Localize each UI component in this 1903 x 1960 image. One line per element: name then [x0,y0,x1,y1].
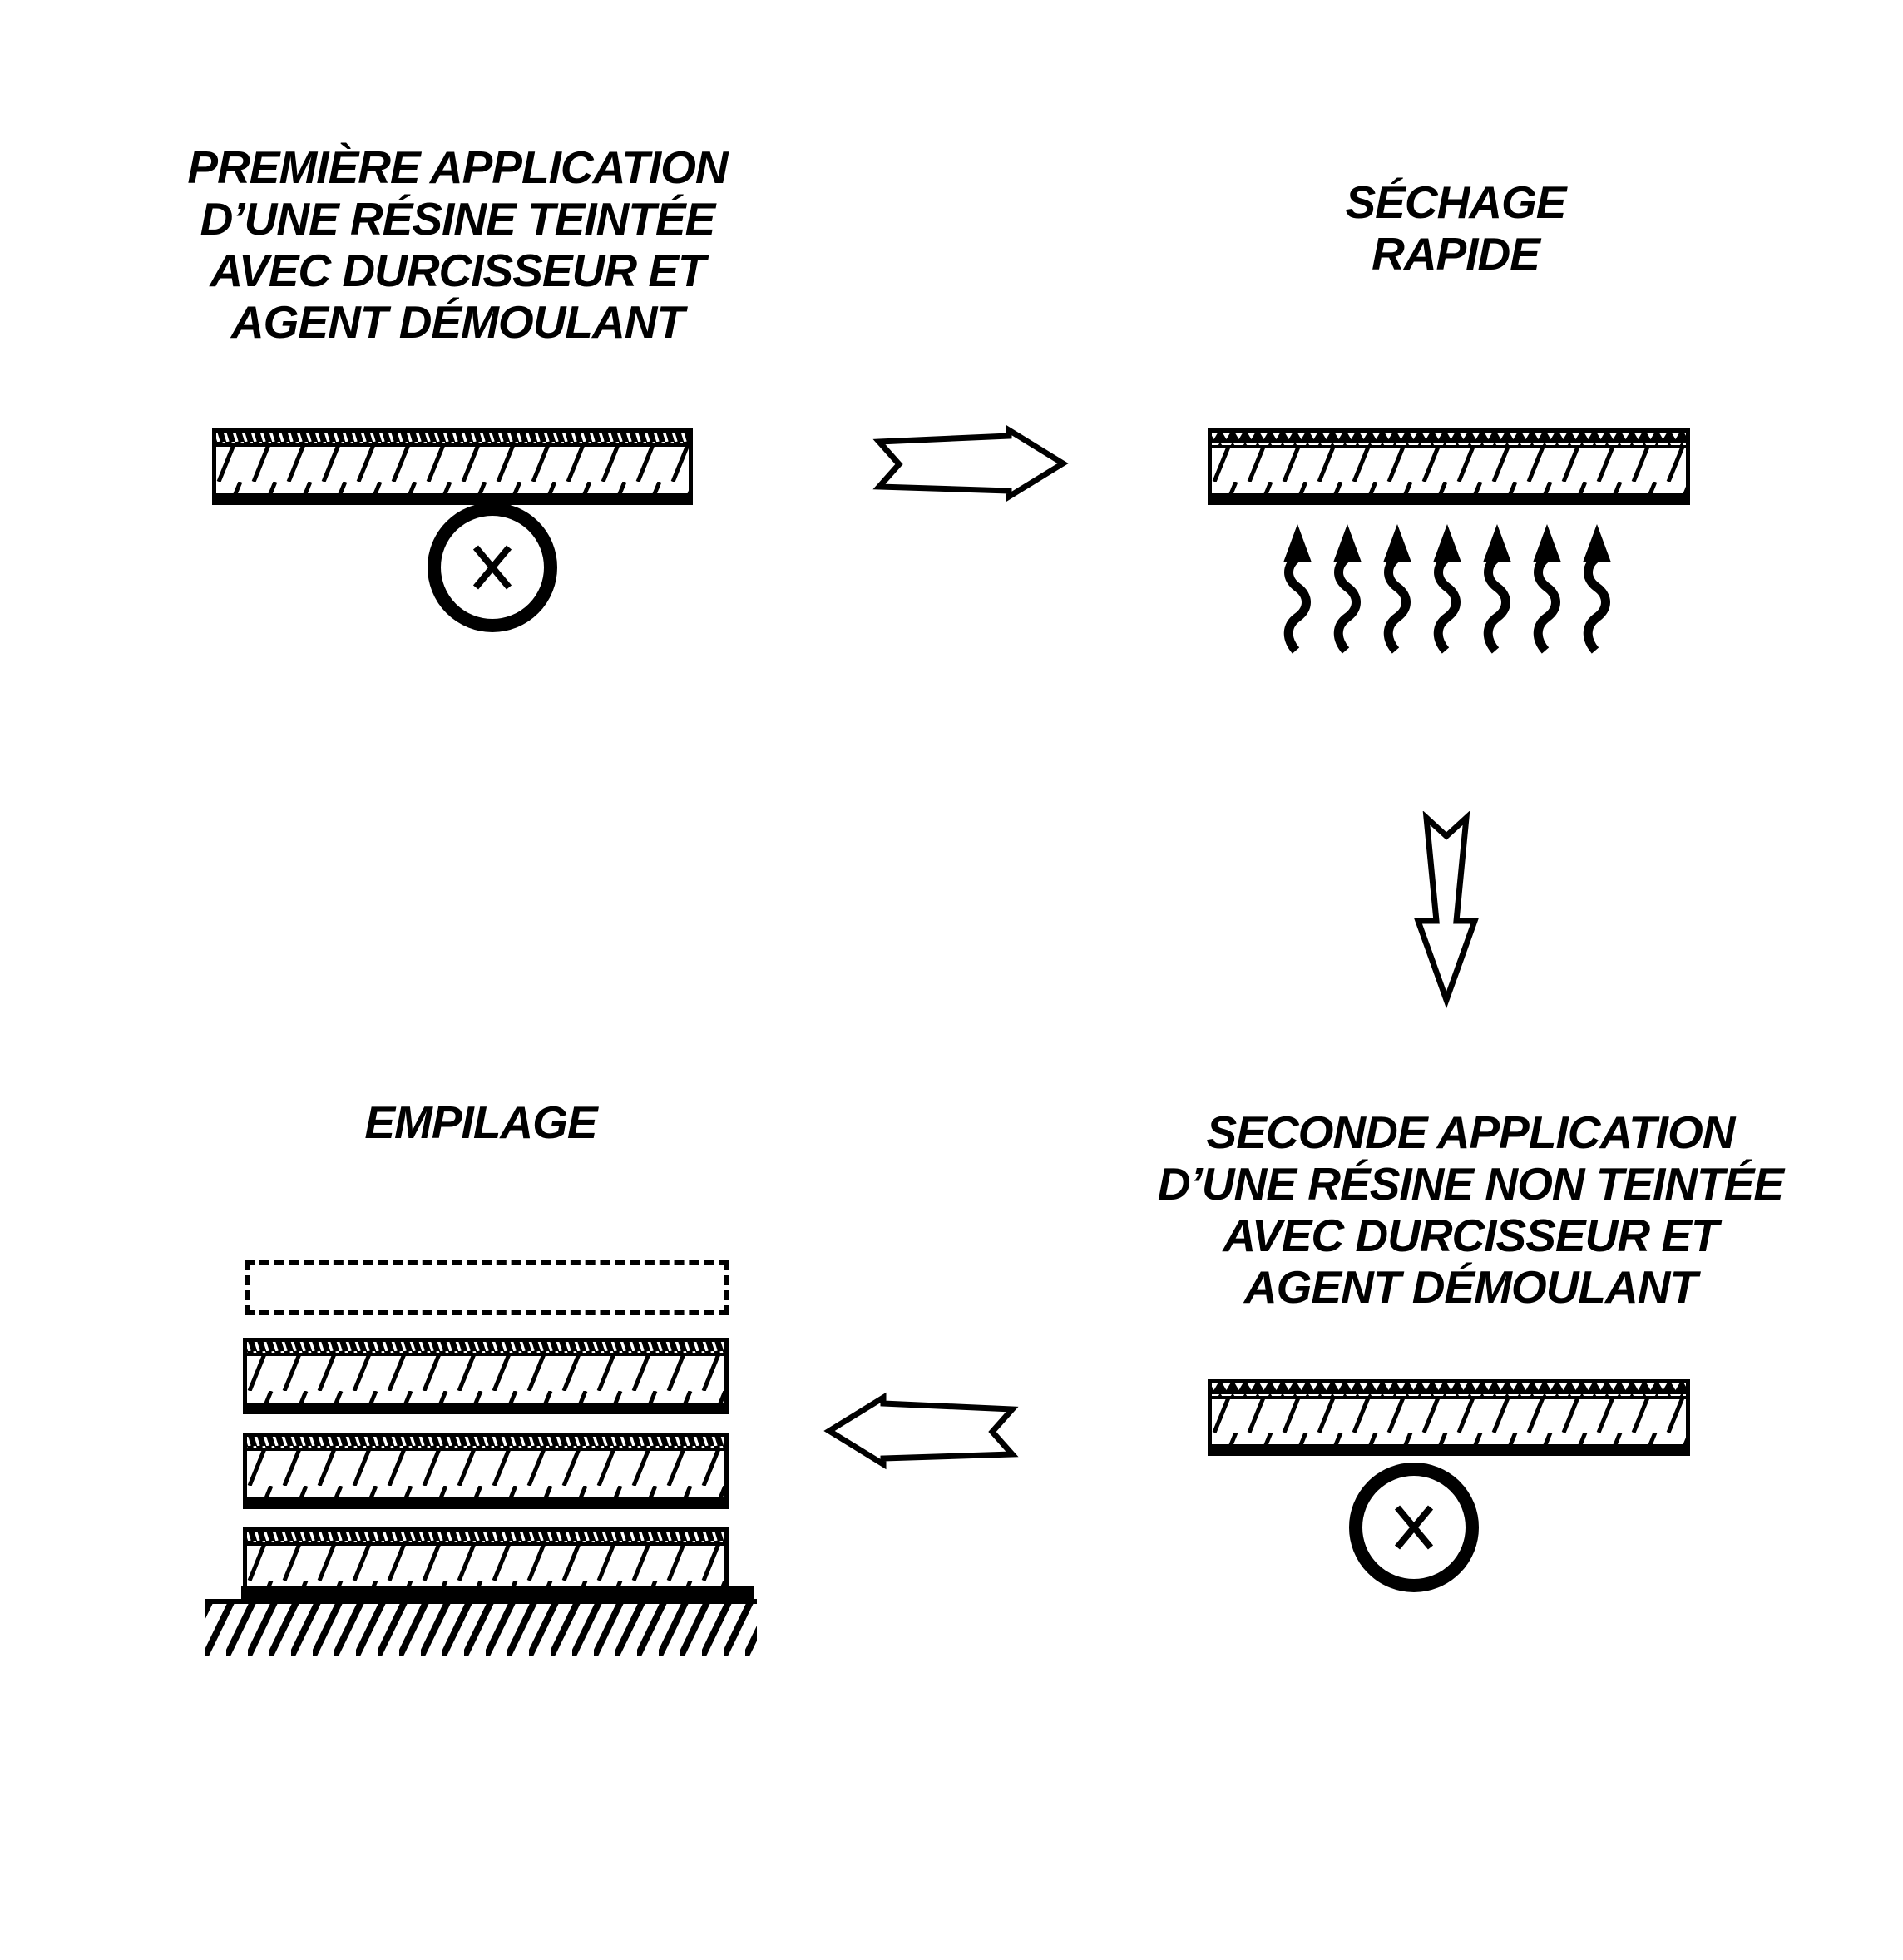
roller-icon [428,502,557,632]
label-line: RAPIDE [1372,228,1540,280]
dried-resin-panel [1208,428,1690,505]
label-line: D’UNE RÉSINE TEINTÉE [200,193,716,245]
label-line: AVEC DURCISSEUR ET [1223,1210,1718,1261]
heat-wave-arrow [1283,524,1312,651]
flow-arrow-right-icon [872,424,1069,502]
label-line: D’UNE RÉSINE NON TEINTÉE [1157,1158,1784,1210]
ground-hatch-icon [205,1599,757,1656]
heat-wave-arrow [1333,524,1362,651]
roller-icon [1349,1463,1479,1592]
heat-wave-arrow [1383,524,1411,651]
heat-waves-icon [1273,517,1622,659]
label-line: AGENT DÉMOULANT [230,296,685,348]
stacked-sheet [243,1433,729,1509]
ghost-slot-dashed-rect [245,1260,729,1315]
second-coat-panel [1208,1379,1690,1456]
label-line: EMPILAGE [364,1096,597,1148]
label-line: SÉCHAGE [1345,176,1567,228]
ground-baseline [241,1586,754,1599]
tinted-resin-panel [212,428,693,505]
step4-label: EMPILAGE [238,1096,724,1148]
label-line: AVEC DURCISSEUR ET [210,245,705,296]
flow-arrow-left-icon [823,1392,1019,1470]
heat-wave-arrow [1483,524,1511,651]
step3-label: SECONDE APPLICATION D’UNE RÉSINE NON TEI… [1121,1106,1820,1313]
label-line: SECONDE APPLICATION [1206,1106,1736,1158]
flow-arrow-down-icon [1414,811,1479,1009]
heat-wave-arrow [1583,524,1611,651]
step1-label: PREMIÈRE APPLICATION D’UNE RÉSINE TEINTÉ… [150,141,765,348]
heat-wave-arrow [1433,524,1461,651]
step2-label: SÉCHAGE RAPIDE [1214,176,1697,280]
label-line: PREMIÈRE APPLICATION [187,141,728,193]
stacked-sheet [243,1338,729,1414]
label-line: AGENT DÉMOULANT [1243,1261,1698,1313]
heat-wave-arrow [1533,524,1561,651]
